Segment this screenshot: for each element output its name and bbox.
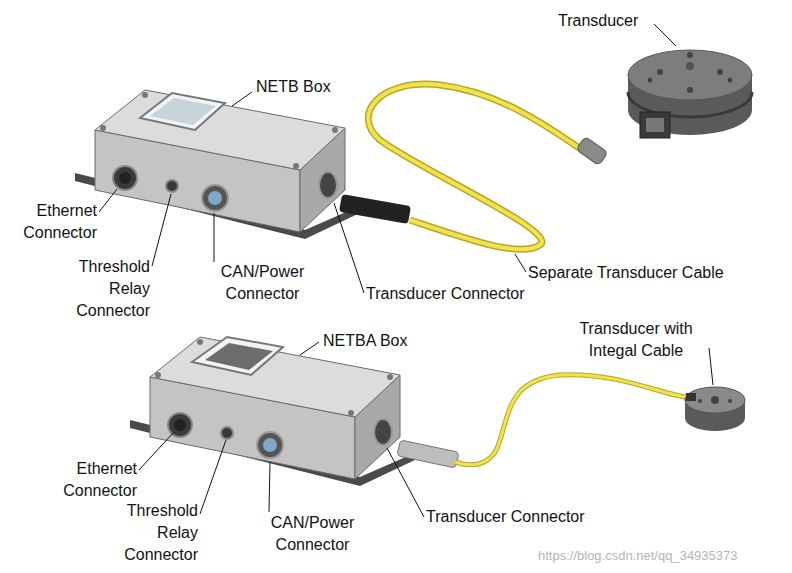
part-label: NETB Box xyxy=(256,76,331,98)
label-slot: CAN/Power Connector xyxy=(205,261,320,305)
label-slot: Transducer with Integal Cable xyxy=(561,318,711,362)
part-label: Transducer Connector xyxy=(426,506,585,528)
part-label: Threshold Relay Connector xyxy=(103,500,198,566)
transducer-small xyxy=(685,387,745,431)
part-label: Ethernet Connector xyxy=(42,458,137,502)
cable xyxy=(455,375,692,465)
netba-box xyxy=(130,337,417,486)
label-slot: https://blog.csdn.net/qq_34935373 xyxy=(538,548,738,564)
label-slot: Threshold Relay Connector xyxy=(103,500,198,566)
cable-plug xyxy=(576,136,608,165)
label-slot: Transducer xyxy=(558,10,638,32)
part-label: CAN/Power Connector xyxy=(205,261,320,305)
label-slot: Transducer Connector xyxy=(426,506,585,528)
cable xyxy=(455,375,692,465)
part-label: Transducer Connector xyxy=(366,283,525,305)
label-slot: Ethernet Connector xyxy=(2,200,97,244)
label-slot: NETBA Box xyxy=(323,330,407,352)
label-slot: Transducer Connector xyxy=(366,283,525,305)
netb-box xyxy=(75,90,411,239)
transducer xyxy=(628,50,752,138)
part-label: NETBA Box xyxy=(323,330,407,352)
label-slot: NETB Box xyxy=(256,76,331,98)
cable-plug xyxy=(397,440,459,468)
label-slot: Separate Transducer Cable xyxy=(528,262,724,284)
part-label: Transducer xyxy=(558,10,638,32)
cable xyxy=(368,84,585,249)
label-slot: Ethernet Connector xyxy=(42,458,137,502)
part-label: Separate Transducer Cable xyxy=(528,262,724,284)
part-label: Threshold Relay Connector xyxy=(55,256,150,322)
label-slot: CAN/Power Connector xyxy=(255,512,370,556)
label-slot: Threshold Relay Connector xyxy=(55,256,150,322)
part-label: Transducer with Integal Cable xyxy=(561,318,711,362)
watermark: https://blog.csdn.net/qq_34935373 xyxy=(538,548,738,564)
part-label: CAN/Power Connector xyxy=(255,512,370,556)
part-label: Ethernet Connector xyxy=(2,200,97,244)
cable xyxy=(368,84,585,249)
